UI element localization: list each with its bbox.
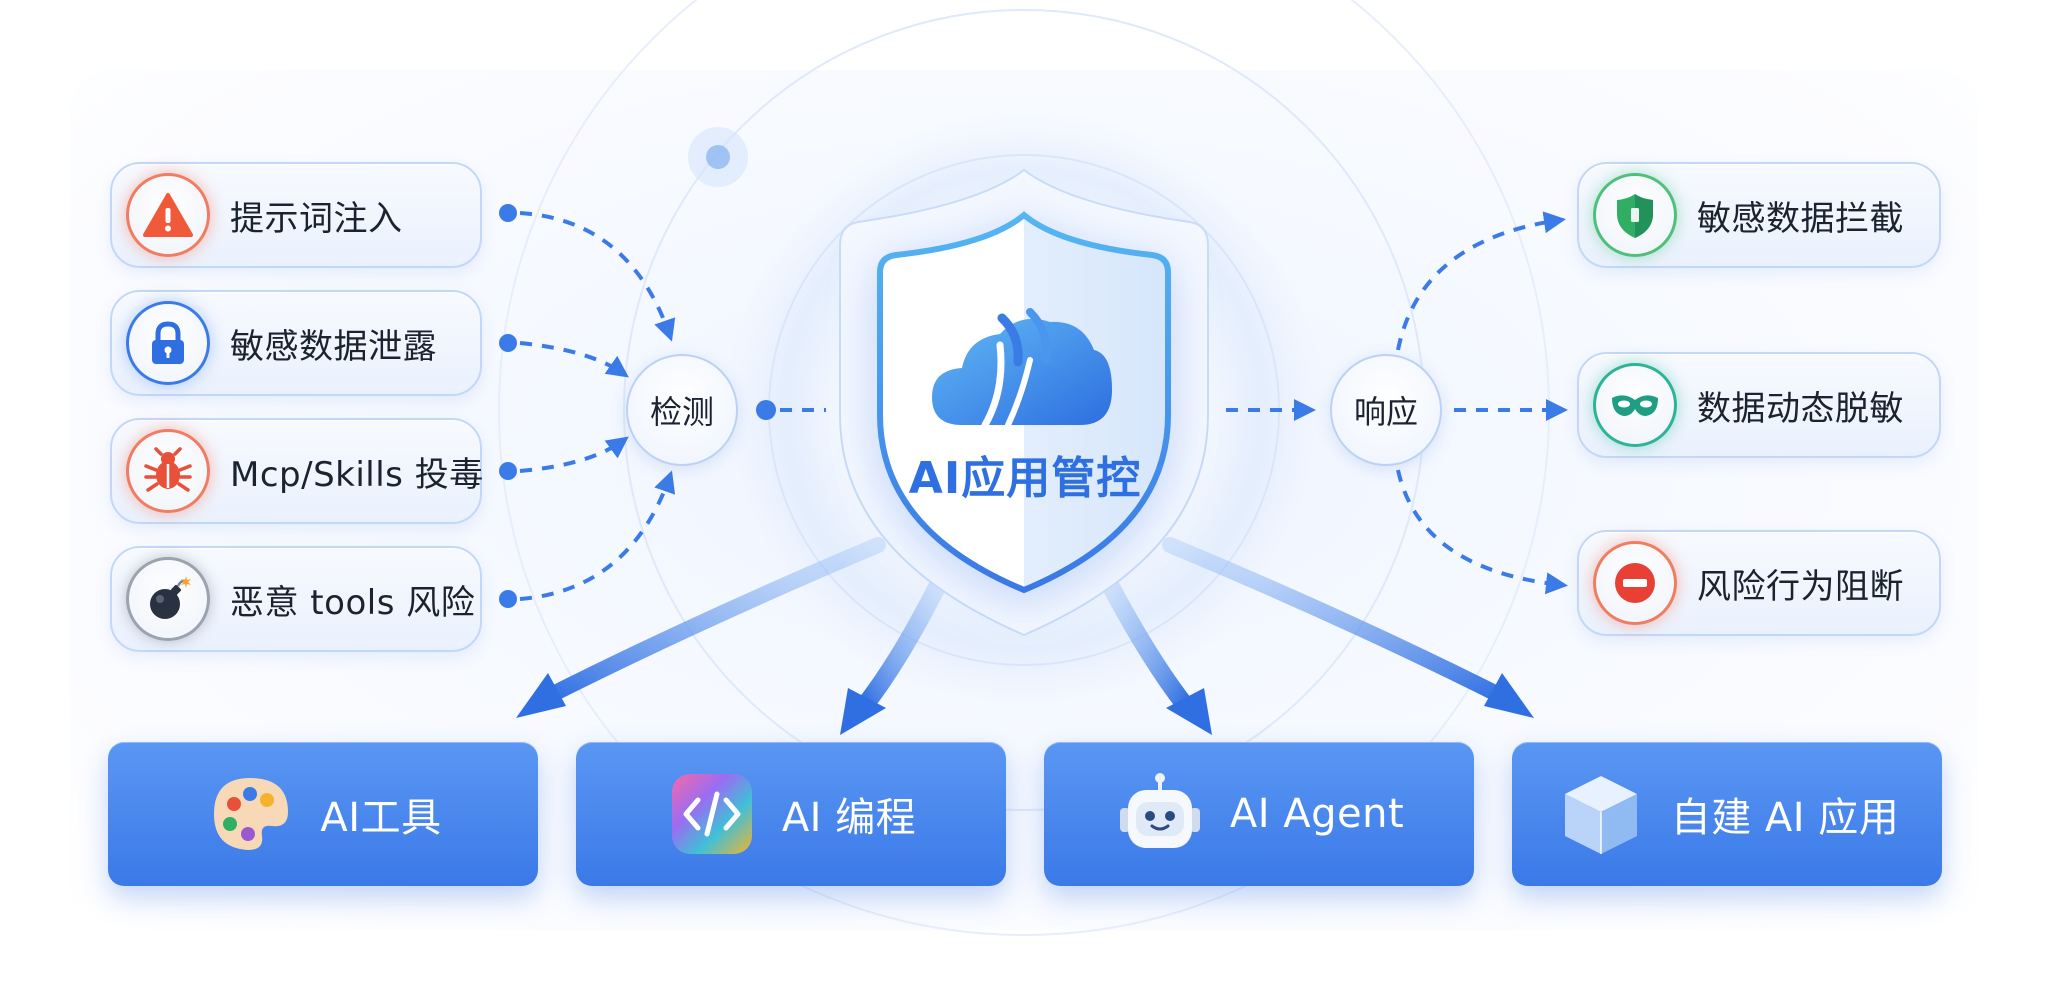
shield-icon — [1593, 173, 1677, 257]
cloud-shield-icon — [932, 308, 1112, 429]
lock-icon — [126, 301, 210, 385]
threat-label: 敏感数据泄露 — [230, 326, 437, 367]
threat-card-data-leak[interactable]: 敏感数据泄露 — [110, 290, 482, 396]
threat-label: 恶意 tools 风险 — [230, 582, 476, 623]
response-card-dynamic-masking[interactable]: 数据动态脱敏 — [1577, 352, 1941, 458]
connector-line — [519, 436, 629, 473]
flow-arrow-coding — [856, 576, 947, 714]
response-label: 数据动态脱敏 — [1697, 388, 1904, 429]
mask-icon — [1593, 363, 1677, 447]
cube-icon — [1564, 776, 1637, 854]
connector-line — [1396, 211, 1566, 351]
threat-label: Mcp/Skills 投毒 — [230, 454, 484, 495]
detect-hub: 检测 — [626, 354, 738, 466]
app-label: 自建 AI 应用 — [1670, 795, 1900, 841]
orbit-dot — [706, 145, 730, 169]
flow-arrow-custom — [1162, 537, 1513, 706]
response-label: 风险行为阻断 — [1697, 566, 1904, 607]
connector-line — [519, 341, 629, 378]
app-label: AI Agent — [1229, 791, 1405, 837]
flow-arrow-tools — [537, 537, 886, 706]
connector-line — [1396, 469, 1568, 595]
app-label: AI工具 — [320, 795, 442, 841]
connector-dot — [499, 204, 517, 222]
app-tile-custom-ai-app[interactable]: 自建 AI 应用 — [1512, 742, 1942, 886]
connector-dot — [756, 400, 776, 420]
threat-card-malicious-tools[interactable]: 恶意 tools 风险 — [110, 546, 482, 652]
threat-card-prompt-injection[interactable]: 提示词注入 — [110, 162, 482, 268]
block-icon — [1593, 541, 1677, 625]
flow-arrow-agent — [1101, 576, 1194, 714]
flow-arrowhead-coding — [840, 688, 886, 735]
app-label: AI 编程 — [781, 795, 917, 841]
code-icon — [671, 774, 752, 854]
connector-dot — [499, 462, 517, 480]
connector-line — [519, 211, 676, 342]
connector-line — [519, 470, 676, 601]
connector-dot — [499, 590, 517, 608]
detect-label: 检测 — [649, 393, 714, 431]
threat-card-mcp-poisoning[interactable]: Mcp/Skills 投毒 — [110, 418, 484, 524]
app-tile-ai-coding[interactable]: AI 编程 — [576, 742, 1006, 886]
app-tile-ai-agent[interactable]: AI Agent — [1044, 742, 1474, 886]
warning-icon — [126, 173, 210, 257]
respond-label: 响应 — [1353, 393, 1418, 431]
respond-hub: 响应 — [1330, 354, 1442, 466]
response-label: 敏感数据拦截 — [1697, 198, 1904, 239]
bomb-icon — [126, 557, 210, 641]
palette-icon — [214, 778, 289, 850]
connector-dot — [499, 334, 517, 352]
threat-label: 提示词注入 — [230, 198, 403, 239]
response-card-data-intercept[interactable]: 敏感数据拦截 — [1577, 162, 1941, 268]
flow-arrowhead-custom — [1484, 673, 1534, 718]
flow-arrowhead-tools — [516, 673, 566, 718]
bug-icon — [126, 429, 210, 513]
flow-arrowhead-agent — [1166, 688, 1212, 735]
robot-icon — [1119, 773, 1200, 848]
response-card-risk-block[interactable]: 风险行为阻断 — [1577, 530, 1941, 636]
app-tile-ai-tools[interactable]: AI工具 — [108, 742, 538, 886]
center-title: AI应用管控 — [908, 453, 1142, 504]
